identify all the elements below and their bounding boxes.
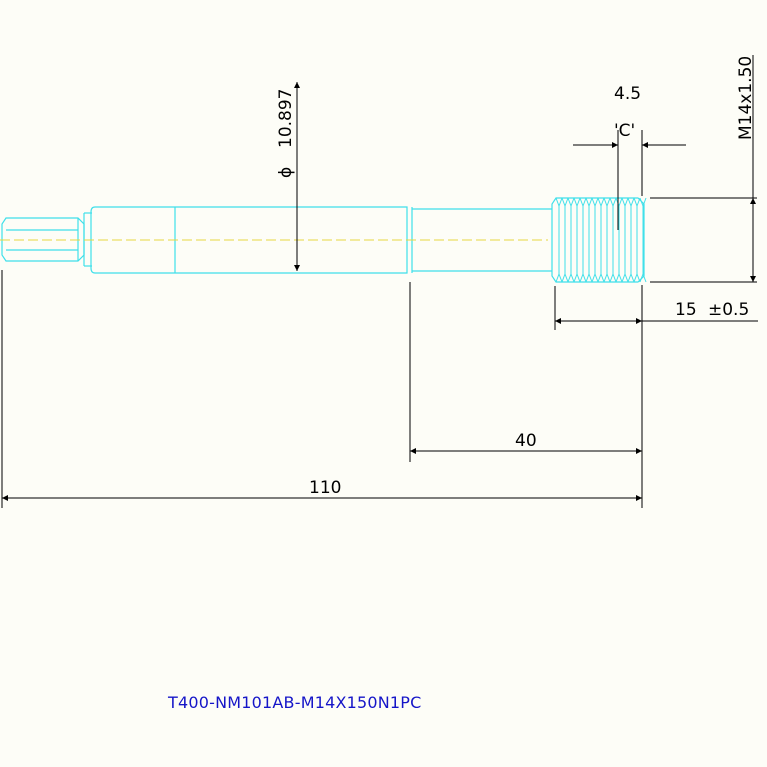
thread-tooth-bottom [579,272,587,283]
dim-110-text: 110 [309,478,341,498]
dim-40-text: 40 [515,431,537,451]
thread-tooth-bottom [603,272,611,283]
thread-tooth-top [639,197,647,208]
thread-tooth-bottom [627,272,635,283]
thread-tooth-bottom [639,272,647,283]
part-number: T400-NM101AB-M14X150N1PC [168,693,422,712]
thread-tooth-bottom [609,272,617,283]
thread-tooth-bottom [567,272,575,283]
thread-tooth-bottom [585,272,593,283]
thread-tolerance-text: ±0.5 [708,300,749,320]
thread-tooth-top [591,197,599,208]
thread-teeth [555,197,647,283]
thread-tooth-top [627,197,635,208]
thread-tooth-bottom [591,272,599,283]
thread-tooth-bottom [615,272,623,283]
thread-tooth-top [633,197,641,208]
diameter-value: 10.897 [276,89,296,148]
thread-tooth-top [615,197,623,208]
thread-tooth-bottom [633,272,641,283]
thread-tooth-top [585,197,593,208]
groove-label-text: 'C' [614,121,635,141]
groove-width-text: 4.5 [614,84,641,104]
thread-envelope [551,197,645,283]
thread-tooth-top [555,197,563,208]
thread-tooth-top [561,197,569,208]
thread-length-text: 15 [675,300,697,320]
thread-tooth-bottom [621,272,629,283]
thread-spec-text: M14x1.50 [736,56,756,140]
shaft-outline [1,197,645,283]
thread-tooth-top [603,197,611,208]
thread-tooth-top [573,197,581,208]
thread-tooth-top [567,197,575,208]
thread-tooth-top [597,197,605,208]
thread-tooth-top [609,197,617,208]
thread-tooth-bottom [555,272,563,283]
main-body [90,206,408,274]
diameter-symbol: ϕ [276,167,296,178]
thread-tooth-bottom [597,272,605,283]
thread-tooth-bottom [561,272,569,283]
thread-tooth-bottom [573,272,581,283]
thread-tooth-top [621,197,629,208]
thread-tooth-top [579,197,587,208]
